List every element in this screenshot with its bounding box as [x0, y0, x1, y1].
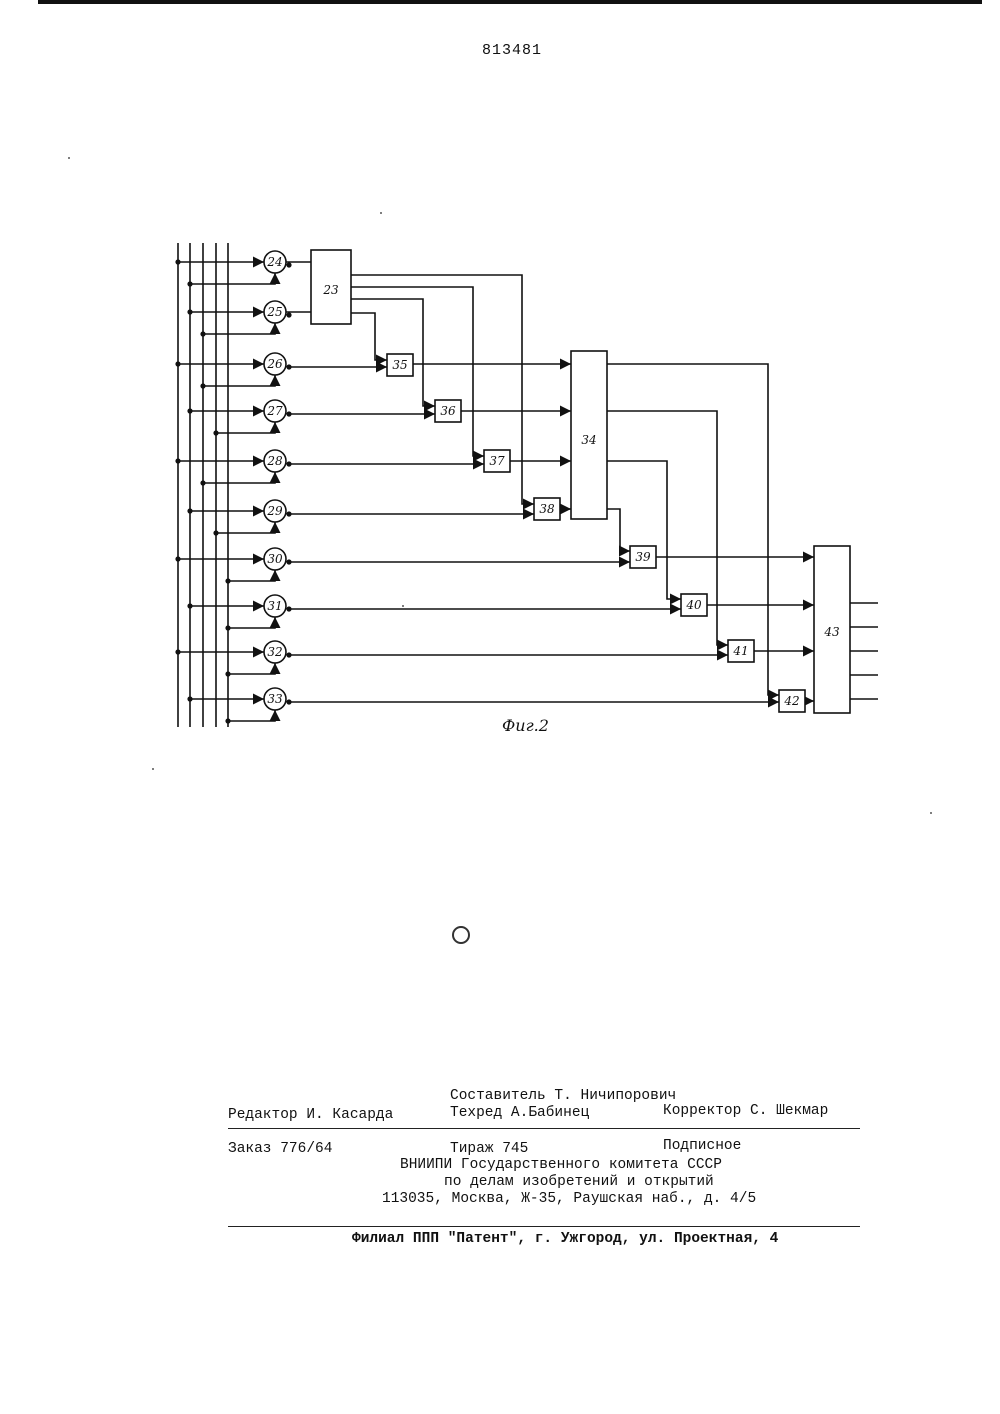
junction-dot: [225, 625, 230, 630]
circulation-line: Тираж 745: [450, 1141, 528, 1157]
order-line: Заказ 776/64: [228, 1141, 332, 1157]
block-42-label: 42: [783, 694, 799, 708]
scan-speck: [930, 812, 932, 814]
block-23-output-wire: [351, 313, 387, 360]
junction-dot: [175, 649, 180, 654]
scan-speck: [402, 605, 404, 607]
reference-wire: [216, 522, 275, 533]
corrector-line: Корректор С. Шекмар: [663, 1103, 828, 1119]
branch-line: Филиал ППП "Патент", г. Ужгород, ул. Про…: [352, 1231, 778, 1247]
reference-wire: [228, 570, 275, 581]
junction-dot: [225, 718, 230, 723]
block-43-label: 43: [823, 625, 840, 639]
scan-speck: [380, 212, 382, 214]
junction-dot: [187, 281, 192, 286]
junction-dot: [225, 671, 230, 676]
block-38-label: 38: [539, 502, 555, 516]
comparator-label: 24: [266, 255, 282, 269]
junction-dot: [286, 312, 291, 317]
divider-top: [228, 1128, 860, 1129]
reference-wire: [228, 710, 275, 721]
org-line-2: по делам изобретений и открытий: [444, 1174, 714, 1190]
block-23-output-wire: [351, 299, 435, 406]
junction-dot: [175, 556, 180, 561]
reference-wire: [216, 422, 275, 433]
divider-bottom: [228, 1226, 860, 1227]
reference-wire: [203, 323, 275, 334]
comparator-label: 32: [267, 645, 282, 659]
junction-dot: [187, 309, 192, 314]
editor-line: Редактор И. Касарда: [228, 1107, 393, 1123]
reference-wire: [203, 375, 275, 386]
reference-wire: [203, 472, 275, 483]
junction-dot: [200, 383, 205, 388]
junction-dot: [213, 430, 218, 435]
comparator-label: 27: [266, 404, 283, 418]
comparator-label: 30: [267, 552, 283, 566]
comparator-label: 25: [266, 305, 282, 319]
scan-speck: [152, 768, 154, 770]
reference-wire: [228, 663, 275, 674]
junction-dot: [286, 364, 291, 369]
comparator-label: 33: [267, 692, 283, 706]
block-36-label: 36: [440, 404, 456, 418]
block-40-label: 40: [685, 598, 702, 612]
comparator-label: 31: [267, 599, 282, 613]
junction-dot: [286, 559, 291, 564]
junction-dot: [200, 331, 205, 336]
junction-dot: [286, 652, 291, 657]
block-35-label: 35: [392, 358, 407, 372]
block-34-label: 34: [581, 433, 596, 447]
block-23-label: 23: [322, 283, 339, 297]
figure-caption: Фиг.2: [502, 716, 549, 735]
block-39-label: 39: [635, 550, 651, 564]
block-34-output-wire: [607, 461, 681, 599]
scan-speck: [68, 157, 70, 159]
junction-dot: [175, 361, 180, 366]
subscription-line: Подписное: [663, 1138, 741, 1154]
reference-wire: [228, 617, 275, 628]
junction-dot: [175, 259, 180, 264]
techred-line: Техред А.Бабинец: [450, 1105, 589, 1121]
junction-dot: [286, 411, 291, 416]
comparator-label: 26: [266, 357, 283, 371]
scan-ring-mark: [452, 926, 470, 944]
org-line-1: ВНИИПИ Государственного комитета СССР: [400, 1157, 722, 1173]
junction-dot: [187, 508, 192, 513]
comparator-label: 29: [266, 504, 283, 518]
block-34-output-wire: [607, 509, 630, 551]
comparator-label: 28: [266, 454, 283, 468]
junction-dot: [200, 480, 205, 485]
junction-dot: [175, 458, 180, 463]
junction-dot: [187, 696, 192, 701]
junction-dot: [187, 603, 192, 608]
compiler-line: Составитель Т. Ничипорович: [450, 1088, 676, 1104]
block-37-label: 37: [489, 454, 505, 468]
junction-dot: [187, 408, 192, 413]
junction-dot: [286, 461, 291, 466]
junction-dot: [286, 699, 291, 704]
junction-dot: [286, 262, 291, 267]
address-line: 113035, Москва, Ж-35, Раушская наб., д. …: [382, 1191, 756, 1207]
junction-dot: [225, 578, 230, 583]
junction-dot: [213, 530, 218, 535]
junction-dot: [286, 606, 291, 611]
junction-dot: [286, 511, 291, 516]
block-41-label: 41: [732, 644, 748, 658]
